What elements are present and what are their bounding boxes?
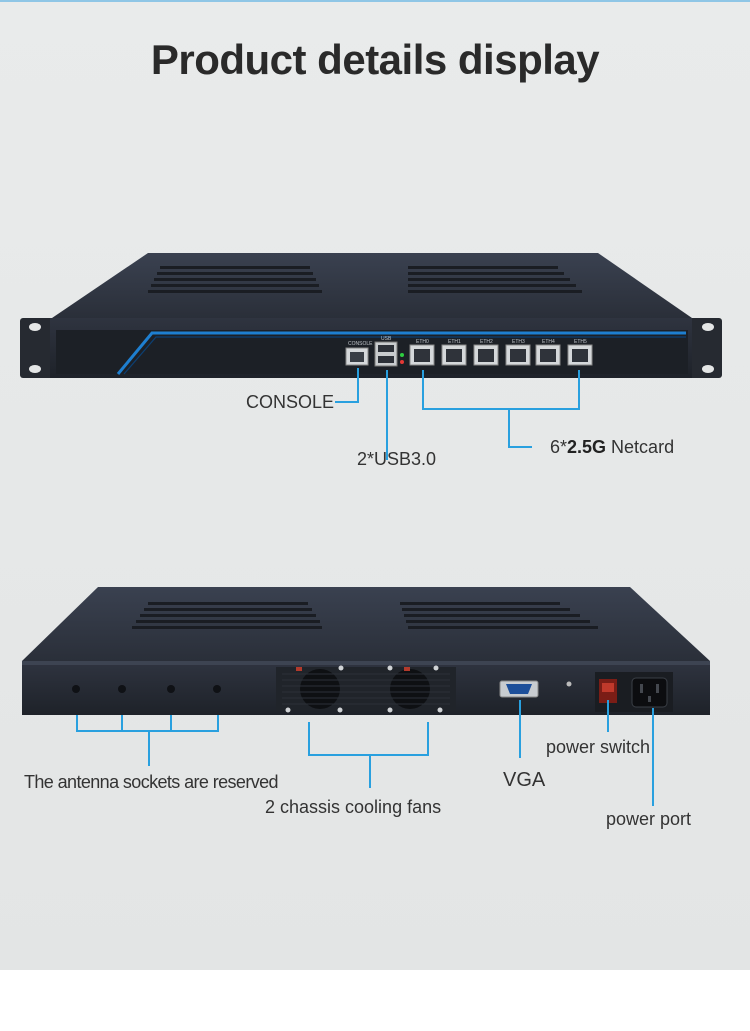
power-port [631,677,668,708]
front-right-rack-ear [688,318,722,378]
antenna-callout-tick-4 [217,715,219,731]
usb-label: 2*USB3.0 [357,449,437,469]
port-tag-eth5: ETH5 [574,339,587,345]
usb-callout-v [386,370,388,460]
netcard-callout-left [422,370,424,410]
product-panel [0,0,750,970]
netcard-callout-bar [422,408,580,410]
fans-callout-right [427,722,429,756]
netcard-prefix: 6* [550,437,568,457]
front-left-rack-ear [20,318,56,378]
fans-label: 2 chassis cooling fans [265,797,442,817]
antenna-callout-bar [76,730,219,732]
fans-callout-drop [369,754,371,788]
rear-top-vents [132,602,598,629]
antenna-callout-tick-1 [76,715,78,731]
port-tag-eth2: ETH2 [480,339,493,345]
power-port-label: power port [606,809,692,829]
front-blue-accent [116,331,686,375]
antenna-callout-tick-3 [170,715,172,731]
port-tag-eth4: ETH4 [542,339,555,345]
antenna-sockets [72,685,221,693]
fans-callout-left [308,722,310,756]
status-led-red [400,360,404,364]
console-callout-v [357,368,359,402]
netcard-callout-foot [508,446,532,448]
front-chassis-top [52,253,692,318]
netcard-speed: 2.5G [567,437,607,457]
ethernet-ports [409,344,593,366]
antenna-callout-drop [148,730,150,766]
netcard-callout-drop [508,408,510,448]
vga-label: VGA [503,769,546,791]
port-tag-eth3: ETH3 [512,339,525,345]
console-label: CONSOLE [246,392,335,412]
port-tag-console: CONSOLE [348,341,373,347]
port-tag-eth0: ETH0 [416,339,429,345]
rear-chassis-top [22,587,710,661]
netcard-callout-right [578,370,580,410]
page-title: Product details display [150,36,600,83]
power-switch-label: power switch [546,737,651,757]
status-led-green [400,353,404,357]
port-callout-v [652,708,654,806]
port-tag-eth1: ETH1 [448,339,461,345]
front-top-vents [148,266,582,293]
netcard-suffix: Netcard [606,437,675,457]
switch-callout-v [607,700,609,732]
port-tag-usb: USB [381,336,392,342]
netcard-label: 6*2.5G Netcard [550,437,674,458]
antenna-label: The antenna sockets are reserved [24,772,279,792]
antenna-callout-tick-2 [121,715,123,731]
vga-callout-v [519,700,521,758]
console-callout-h [335,401,359,403]
fans-callout-bar [308,754,429,756]
